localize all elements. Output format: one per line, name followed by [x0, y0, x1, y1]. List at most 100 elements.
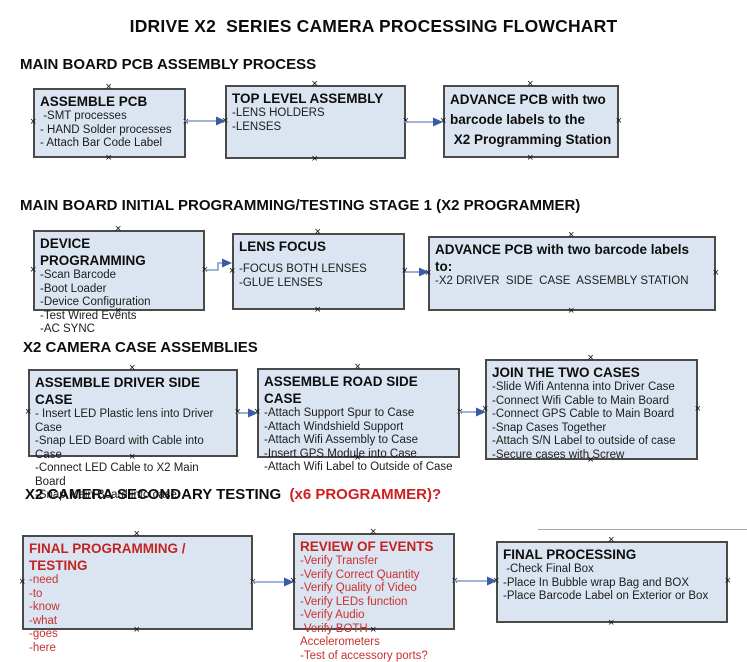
flow-box-final-programming-testing[interactable]: ×××× FINAL PROGRAMMING / TESTING -need-t… — [19, 529, 256, 654]
box-items: -SMT processes- HAND Solder processes- A… — [40, 110, 179, 151]
box-items: -Scan Barcode-Boot Loader-Device Configu… — [40, 269, 198, 337]
connector-arrow-r4-2[interactable] — [454, 573, 498, 589]
box-item: - HAND Solder processes — [40, 123, 172, 136]
connection-handle-bottom: × — [587, 454, 594, 466]
connection-handle-top: × — [115, 223, 122, 235]
flow-box-assemble-road-side-case[interactable]: ×××× ASSEMBLE ROAD SIDE CASE -Attach Sup… — [254, 362, 463, 474]
box-item: -Snap LED Board with Cable into Case — [35, 435, 207, 461]
box-item: -Verify Correct Quantity — [300, 568, 420, 581]
connection-handle-top: × — [354, 361, 361, 373]
box-item: -Insert GPS Module into Case — [264, 447, 417, 460]
connection-handle-right: × — [694, 402, 701, 415]
section-heading-secondary-testing: X2 CAMERA SECONDARY TESTING (x6 PROGRAMM… — [25, 486, 441, 503]
connection-handle-right: × — [402, 115, 409, 127]
connection-handle-bottom: × — [105, 152, 112, 164]
connection-handle-left: × — [30, 116, 37, 128]
box-item: - Attach Bar Code Label — [40, 137, 163, 149]
connector-arrow-r3-2[interactable] — [459, 404, 487, 420]
flow-box-advance-pcb-driver-side-station[interactable]: ×××× ADVANCE PCB with two barcode labels… — [425, 230, 719, 317]
box-title: FINAL PROCESSING — [503, 547, 637, 562]
box-items: - Insert LED Plastic lens into Driver Ca… — [35, 408, 231, 503]
box-item: -here — [29, 641, 56, 654]
section-heading-case-assemblies: X2 CAMERA CASE ASSEMBLIES — [23, 339, 258, 356]
flow-box-join-the-two-cases[interactable]: ×××× JOIN THE TWO CASES -Slide Wifi Ante… — [482, 353, 701, 466]
box-item: -Place Barcode Label on Exterior or Box — [503, 590, 709, 602]
box-item: - Insert LED Plastic lens into Driver Ca… — [35, 408, 217, 434]
box-title: ADVANCE PCB with two — [450, 92, 606, 107]
connection-handle-bottom: × — [354, 452, 361, 464]
box-title: LENS FOCUS — [239, 239, 327, 254]
box-items: -Verify Transfer-Verify Correct Quantity… — [300, 555, 448, 662]
connection-handle-right: × — [201, 263, 208, 276]
box-items: -need-to-know-what-goes-here — [29, 574, 246, 655]
section-heading-secondary-testing-black: X2 CAMERA SECONDARY TESTING — [25, 486, 290, 503]
flow-box-advance-pcb-programming-station[interactable]: ×××× ADVANCE PCB with two barcode labels… — [440, 79, 622, 164]
box-item: -Place In Bubble wrap Bag and BOX — [503, 576, 690, 589]
flow-box-device-programming[interactable]: ×××× DEVICE PROGRAMMING -Scan Barcode-Bo… — [30, 224, 208, 336]
box-title: JOIN THE TWO CASES — [492, 365, 640, 380]
box-item: -what — [29, 614, 58, 627]
connection-handle-left: × — [19, 575, 26, 588]
box-item: -Connect LED Cable to X2 Main Board — [35, 462, 202, 488]
flow-box-final-processing[interactable]: ×××× FINAL PROCESSING -Check Final Box-P… — [493, 535, 731, 629]
box-item: -to — [29, 587, 43, 600]
connection-handle-left: × — [254, 406, 261, 418]
box-item: -Attach Wifi Assembly to Case — [264, 434, 419, 446]
box-item: -Attach Windshield Support — [264, 420, 404, 433]
box-item: -AC SYNC — [40, 323, 95, 335]
connection-handle-top: × — [370, 526, 377, 538]
connection-handle-top: × — [568, 229, 575, 241]
box-item: -Connect Wifi Cable to Main Board — [492, 394, 670, 407]
box-item: -goes — [29, 628, 58, 640]
box-item: -Attach Wifi Label to Outside of Case — [264, 461, 453, 473]
connector-arrow-r3-1[interactable] — [237, 405, 259, 421]
box-item: -Test of accessory ports? — [300, 649, 428, 662]
box-items: -Slide Wifi Antenna into Driver Case-Con… — [492, 381, 691, 462]
flow-box-assemble-pcb[interactable]: ×××× ASSEMBLE PCB -SMT processes- HAND S… — [30, 82, 189, 164]
box-items: -Check Final Box-Place In Bubble wrap Ba… — [503, 563, 721, 604]
connection-handle-left: × — [229, 264, 236, 277]
connection-handle-right: × — [401, 264, 408, 277]
box-item: -Slide Wifi Antenna into Driver Case — [492, 381, 675, 393]
connection-handle-right: × — [615, 114, 622, 127]
connector-arrow-r1-1[interactable] — [184, 113, 227, 129]
connection-handle-bottom: × — [527, 152, 534, 164]
box-title: ASSEMBLE ROAD SIDE CASE — [264, 374, 422, 406]
connection-handle-left: × — [425, 266, 432, 279]
box-item: barcode labels to the — [450, 112, 586, 127]
connector-arrow-r1-2[interactable] — [404, 114, 444, 130]
flow-box-review-of-events[interactable]: ×××× REVIEW OF EVENTS -Verify Transfer-V… — [290, 527, 458, 662]
flow-box-assemble-driver-side-case[interactable]: ×××× ASSEMBLE DRIVER SIDE CASE - Insert … — [25, 363, 241, 502]
section-heading-initial-programming: MAIN BOARD INITIAL PROGRAMMING/TESTING S… — [20, 197, 581, 214]
box-item: -Snap Main Board into case — [35, 489, 177, 501]
connector-arrow-r4-1[interactable] — [252, 574, 295, 590]
box-item: -Test Wired Events — [40, 309, 137, 322]
connection-handle-left: × — [290, 574, 297, 587]
box-item: -know — [29, 601, 60, 613]
connection-handle-top: × — [133, 528, 140, 540]
flow-box-top-level-assembly[interactable]: ×××× TOP LEVEL ASSEMBLY -LENS HOLDERS-LE… — [222, 79, 409, 165]
connection-handle-left: × — [482, 402, 489, 415]
box-item: -Verify Transfer — [300, 555, 378, 567]
box-item: -LENSES — [232, 120, 282, 133]
box-items: -Attach Support Spur to Case-Attach Wind… — [264, 407, 453, 475]
box-items: -X2 DRIVER SIDE CASE ASSEMBLY STATION — [435, 275, 709, 289]
connection-handle-bottom: × — [133, 624, 140, 636]
box-item: -Verify Quality of Video — [300, 582, 417, 594]
box-item: X2 Programming Station — [450, 132, 612, 147]
connection-handle-left: × — [440, 114, 447, 127]
connection-handle-left: × — [30, 263, 37, 276]
box-item: -LENS HOLDERS — [232, 107, 325, 119]
connector-arrow-r2-1[interactable] — [205, 256, 234, 276]
box-item: -X2 DRIVER SIDE CASE ASSEMBLY STATION — [435, 275, 689, 287]
box-item: -Verify BOTH Accelerometers — [300, 622, 380, 649]
box-title: DEVICE PROGRAMMING — [40, 236, 146, 268]
connection-handle-right: × — [712, 266, 719, 279]
flow-box-lens-focus[interactable]: ×××× LENS FOCUS -FOCUS BOTH LENSES-GLUE … — [229, 227, 408, 316]
connection-handle-bottom: × — [314, 304, 321, 316]
box-item: -Attach S/N Label to outside of case — [492, 435, 676, 447]
box-item: -Boot Loader — [40, 282, 107, 295]
connector-arrow-r2-2[interactable] — [405, 264, 430, 280]
connection-handle-right: × — [234, 406, 241, 418]
